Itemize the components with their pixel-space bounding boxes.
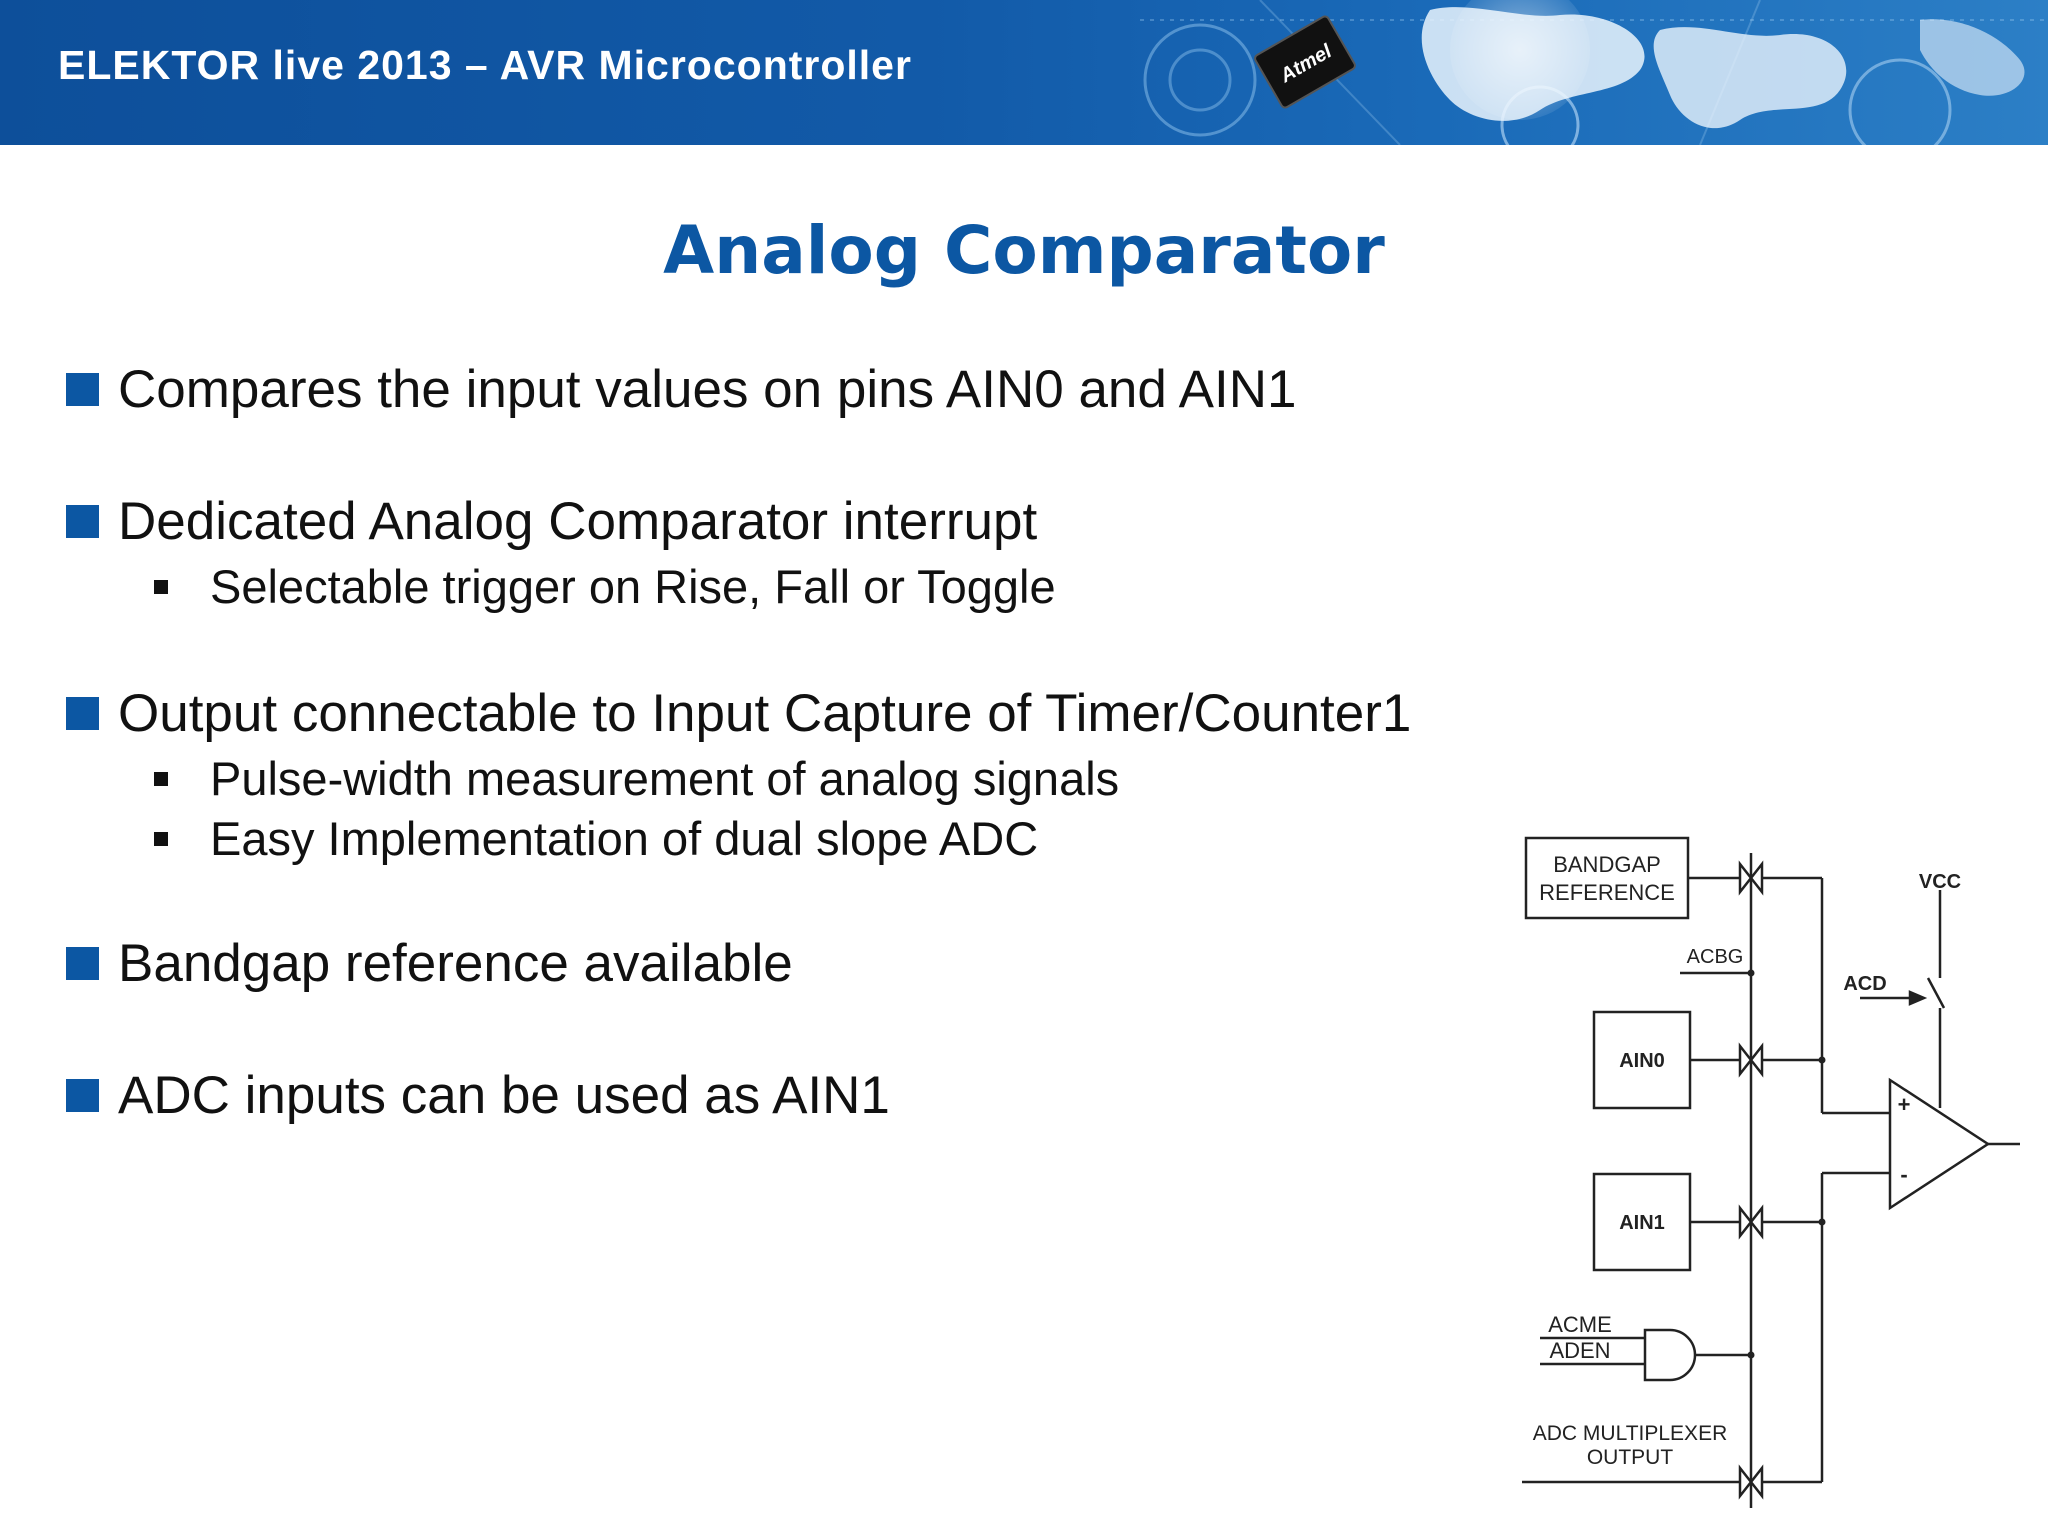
bullet-item: Output connectable to Input Capture of T… (66, 679, 1586, 869)
slide-header: ELEKTOR live 2013 – AVR Microcontroller … (0, 0, 2048, 145)
bullet-marker (66, 947, 99, 980)
sub-bullet-item: Selectable trigger on Rise, Fall or Togg… (66, 557, 1586, 617)
bullet-marker (66, 373, 99, 406)
bullet-item: ADC inputs can be used as AIN1 (66, 1061, 1586, 1131)
vcc-label: VCC (1919, 871, 1961, 893)
mux-label-line1: ADC MULTIPLEXER (1533, 1422, 1728, 1445)
bullet-list: Compares the input values on pins AIN0 a… (66, 355, 1586, 1179)
sub-bullet-marker (154, 772, 168, 786)
switch-ain0 (1738, 1042, 1764, 1078)
bandgap-label-line2: REFERENCE (1539, 880, 1675, 905)
sub-bullet-item: Easy Implementation of dual slope ADC (66, 809, 1586, 869)
bullet-text: ADC inputs can be used as AIN1 (118, 1066, 890, 1125)
plus-input-label: + (1898, 1092, 1911, 1117)
comparator-block-diagram: BANDGAP REFERENCE ACBG VCC ACD AIN0 AIN1… (1522, 836, 2020, 1508)
mux-label-line2: OUTPUT (1587, 1446, 1674, 1469)
comparator-triangle (1888, 1077, 1991, 1211)
bullet-item: Dedicated Analog Comparator interrupt Se… (66, 487, 1586, 617)
switch-ain1 (1738, 1204, 1764, 1240)
bullet-item: Bandgap reference available (66, 929, 1586, 999)
and-gate (1643, 1328, 1697, 1382)
aden-label: ADEN (1549, 1338, 1610, 1363)
bullet-text: Output connectable to Input Capture of T… (118, 684, 1412, 743)
bullet-item: Compares the input values on pins AIN0 a… (66, 355, 1586, 425)
sub-bullet-item: Pulse-width measurement of analog signal… (66, 749, 1586, 809)
header-decoration: Atmel (1140, 0, 2048, 145)
bullet-marker (66, 505, 99, 538)
switch-bandgap (1738, 860, 1764, 896)
ain1-label: AIN1 (1619, 1212, 1665, 1234)
sub-bullet-marker (154, 832, 168, 846)
header-title: ELEKTOR live 2013 – AVR Microcontroller (58, 42, 912, 88)
bandgap-reference-box (1524, 836, 1690, 920)
sub-bullet-marker (154, 580, 168, 594)
switch-mux (1738, 1464, 1764, 1500)
bullet-text: Dedicated Analog Comparator interrupt (118, 492, 1038, 551)
acd-label: ACD (1843, 973, 1886, 995)
acme-label: ACME (1548, 1312, 1612, 1337)
sub-bullet-text: Easy Implementation of dual slope ADC (210, 812, 1039, 865)
bullet-marker (66, 1079, 99, 1112)
slide-title: Analog Comparator (663, 212, 1385, 289)
minus-input-label: - (1900, 1162, 1907, 1187)
sub-bullet-text: Pulse-width measurement of analog signal… (210, 752, 1120, 805)
acbg-label: ACBG (1687, 946, 1744, 968)
bullet-text: Bandgap reference available (118, 934, 793, 993)
bullet-marker (66, 697, 99, 730)
atmel-chip-icon: Atmel (1254, 15, 1356, 109)
sub-bullet-text: Selectable trigger on Rise, Fall or Togg… (210, 560, 1056, 613)
bandgap-label-line1: BANDGAP (1553, 852, 1661, 877)
ain0-label: AIN0 (1619, 1050, 1665, 1072)
bullet-text: Compares the input values on pins AIN0 a… (118, 360, 1297, 419)
